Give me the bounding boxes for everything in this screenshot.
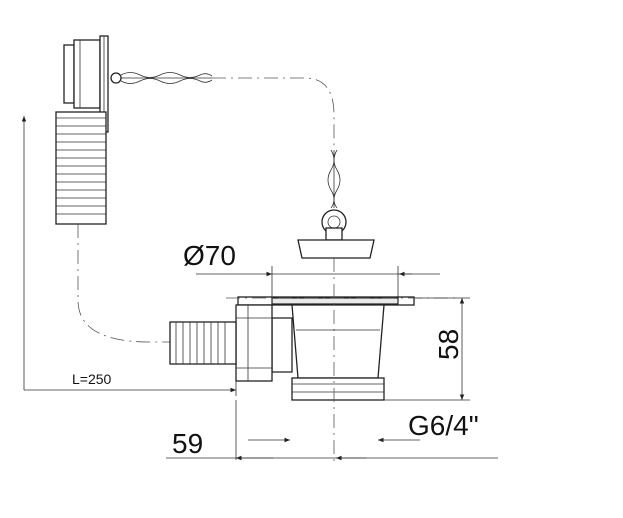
overflow-head bbox=[63, 35, 122, 133]
diameter-label: Ø70 bbox=[183, 240, 236, 271]
side-nut bbox=[235, 304, 273, 382]
height-dimension bbox=[384, 297, 470, 401]
height-label: 58 bbox=[433, 329, 464, 360]
plug bbox=[297, 209, 375, 259]
chain bbox=[120, 72, 341, 209]
waste-body bbox=[237, 296, 415, 401]
width-label: 59 bbox=[172, 428, 203, 459]
hose-route-line bbox=[77, 224, 240, 343]
diameter-dimension bbox=[196, 266, 440, 298]
thread-label: G6/4" bbox=[408, 410, 479, 441]
horizontal-hose bbox=[169, 321, 237, 365]
length-label: L=250 bbox=[72, 371, 112, 387]
chain-path-line bbox=[212, 77, 335, 150]
vertical-hose bbox=[55, 111, 107, 225]
length-dimension bbox=[21, 116, 237, 396]
width-dimension bbox=[166, 400, 498, 461]
